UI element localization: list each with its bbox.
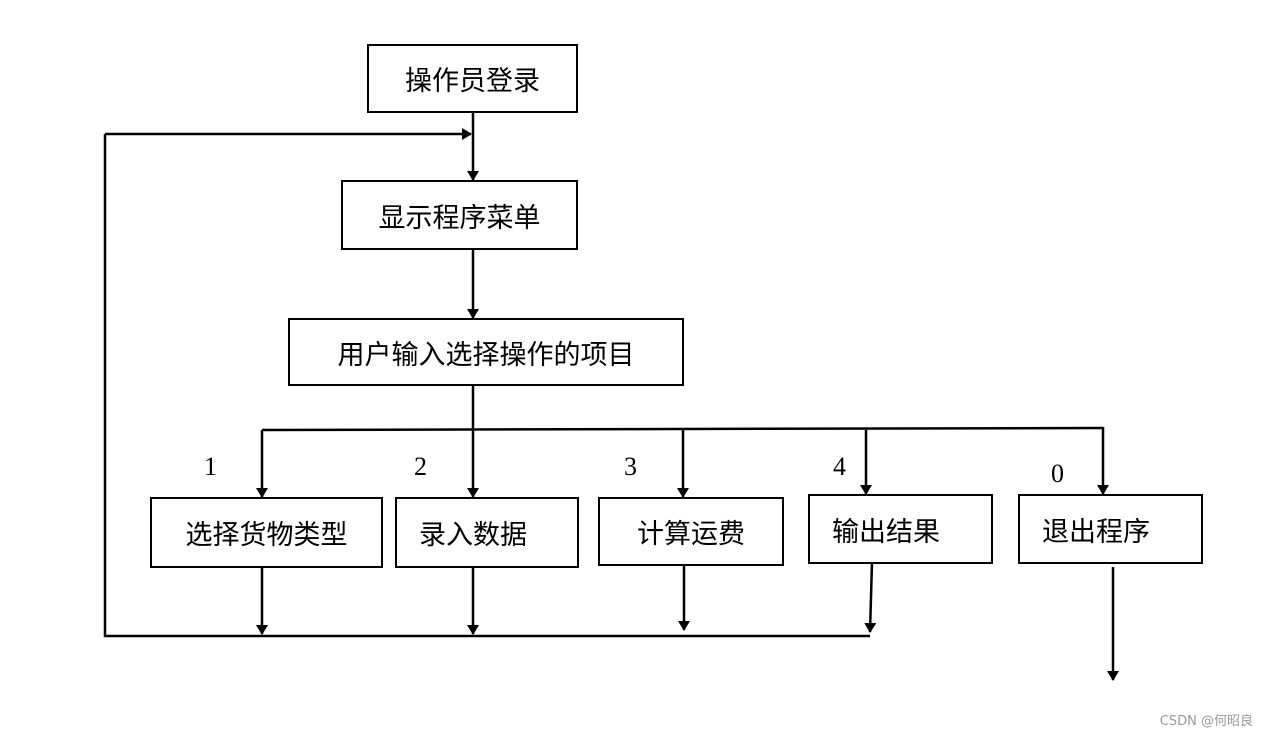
node-select-cargo-type: 选择货物类型 <box>150 497 383 568</box>
branch-label-2: 2 <box>414 452 427 481</box>
line-return-loop <box>103 134 870 638</box>
node-calculate-fee: 计算运费 <box>598 497 784 566</box>
node-operator-login: 操作员登录 <box>367 44 578 113</box>
branch-label-0: 0 <box>1051 459 1064 488</box>
node-show-menu: 显示程序菜单 <box>341 180 578 250</box>
node-enter-data: 录入数据 <box>395 497 579 568</box>
node-user-select-input: 用户输入选择操作的项目 <box>288 318 684 386</box>
node-output-result: 输出结果 <box>808 494 993 564</box>
branch-label-1: 1 <box>204 452 217 481</box>
branch-label-3: 3 <box>624 452 637 481</box>
node-exit-program: 退出程序 <box>1018 494 1203 564</box>
watermark-text: CSDN @何昭良 <box>1159 714 1253 729</box>
line-branch-bus <box>261 426 1104 432</box>
branch-label-4: 4 <box>833 452 846 481</box>
arrow-out-4 <box>864 561 877 633</box>
